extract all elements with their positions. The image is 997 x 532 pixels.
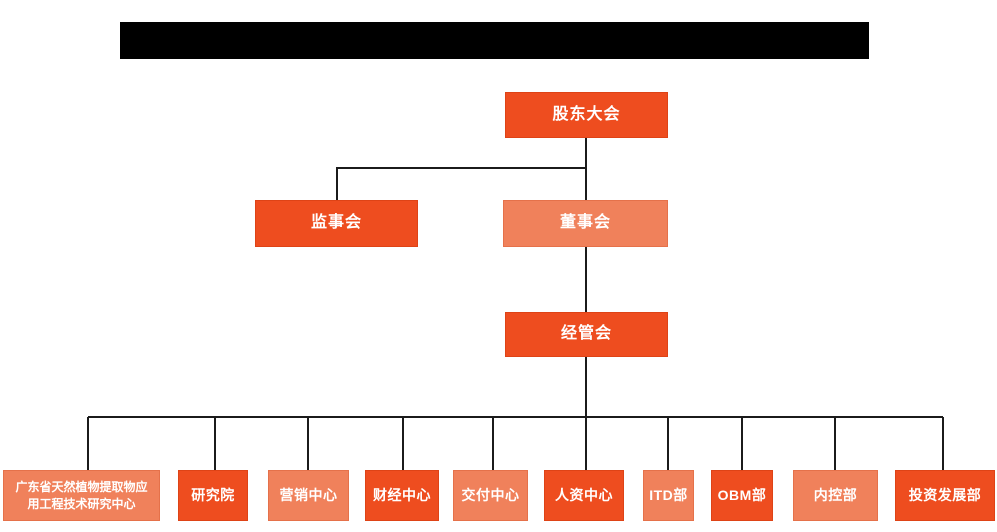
node-dept-gd-plant-extract-center: 广东省天然植物提取物应用工程技术研究中心 bbox=[3, 470, 160, 521]
node-board-of-directors: 董事会 bbox=[503, 200, 668, 247]
node-management-committee: 经管会 bbox=[505, 312, 668, 357]
node-label: 交付中心 bbox=[461, 487, 520, 504]
node-dept-itd: ITD部 bbox=[643, 470, 694, 521]
node-label: 董事会 bbox=[559, 214, 611, 232]
node-label: 股东大会 bbox=[552, 105, 621, 123]
connector-level2-branch bbox=[336, 167, 586, 200]
node-label: ITD部 bbox=[649, 487, 688, 504]
node-label: 广东省天然植物提取物应用工程技术研究中心 bbox=[15, 479, 148, 511]
node-label: 人资中心 bbox=[555, 487, 613, 504]
node-dept-investment-development: 投资发展部 bbox=[895, 470, 995, 521]
node-supervisory-board: 监事会 bbox=[255, 200, 418, 247]
node-dept-internal-control: 内控部 bbox=[793, 470, 878, 521]
node-dept-hr-center: 人资中心 bbox=[544, 470, 624, 521]
node-shareholders-meeting: 股东大会 bbox=[505, 92, 668, 138]
node-label: 财经中心 bbox=[373, 487, 431, 504]
node-label: 营销中心 bbox=[279, 487, 338, 504]
node-label: 研究院 bbox=[191, 487, 235, 504]
node-dept-research-institute: 研究院 bbox=[178, 470, 248, 521]
redacted-title-bar bbox=[120, 22, 869, 59]
node-dept-finance-center: 财经中心 bbox=[365, 470, 439, 521]
node-label: OBM部 bbox=[717, 487, 767, 504]
node-label: 监事会 bbox=[310, 214, 362, 232]
node-label: 内控部 bbox=[813, 487, 858, 504]
node-dept-delivery-center: 交付中心 bbox=[453, 470, 528, 521]
node-label: 投资发展部 bbox=[908, 487, 982, 504]
node-dept-obm: OBM部 bbox=[711, 470, 773, 521]
node-dept-marketing-center: 营销中心 bbox=[268, 470, 349, 521]
node-label: 经管会 bbox=[560, 325, 612, 343]
